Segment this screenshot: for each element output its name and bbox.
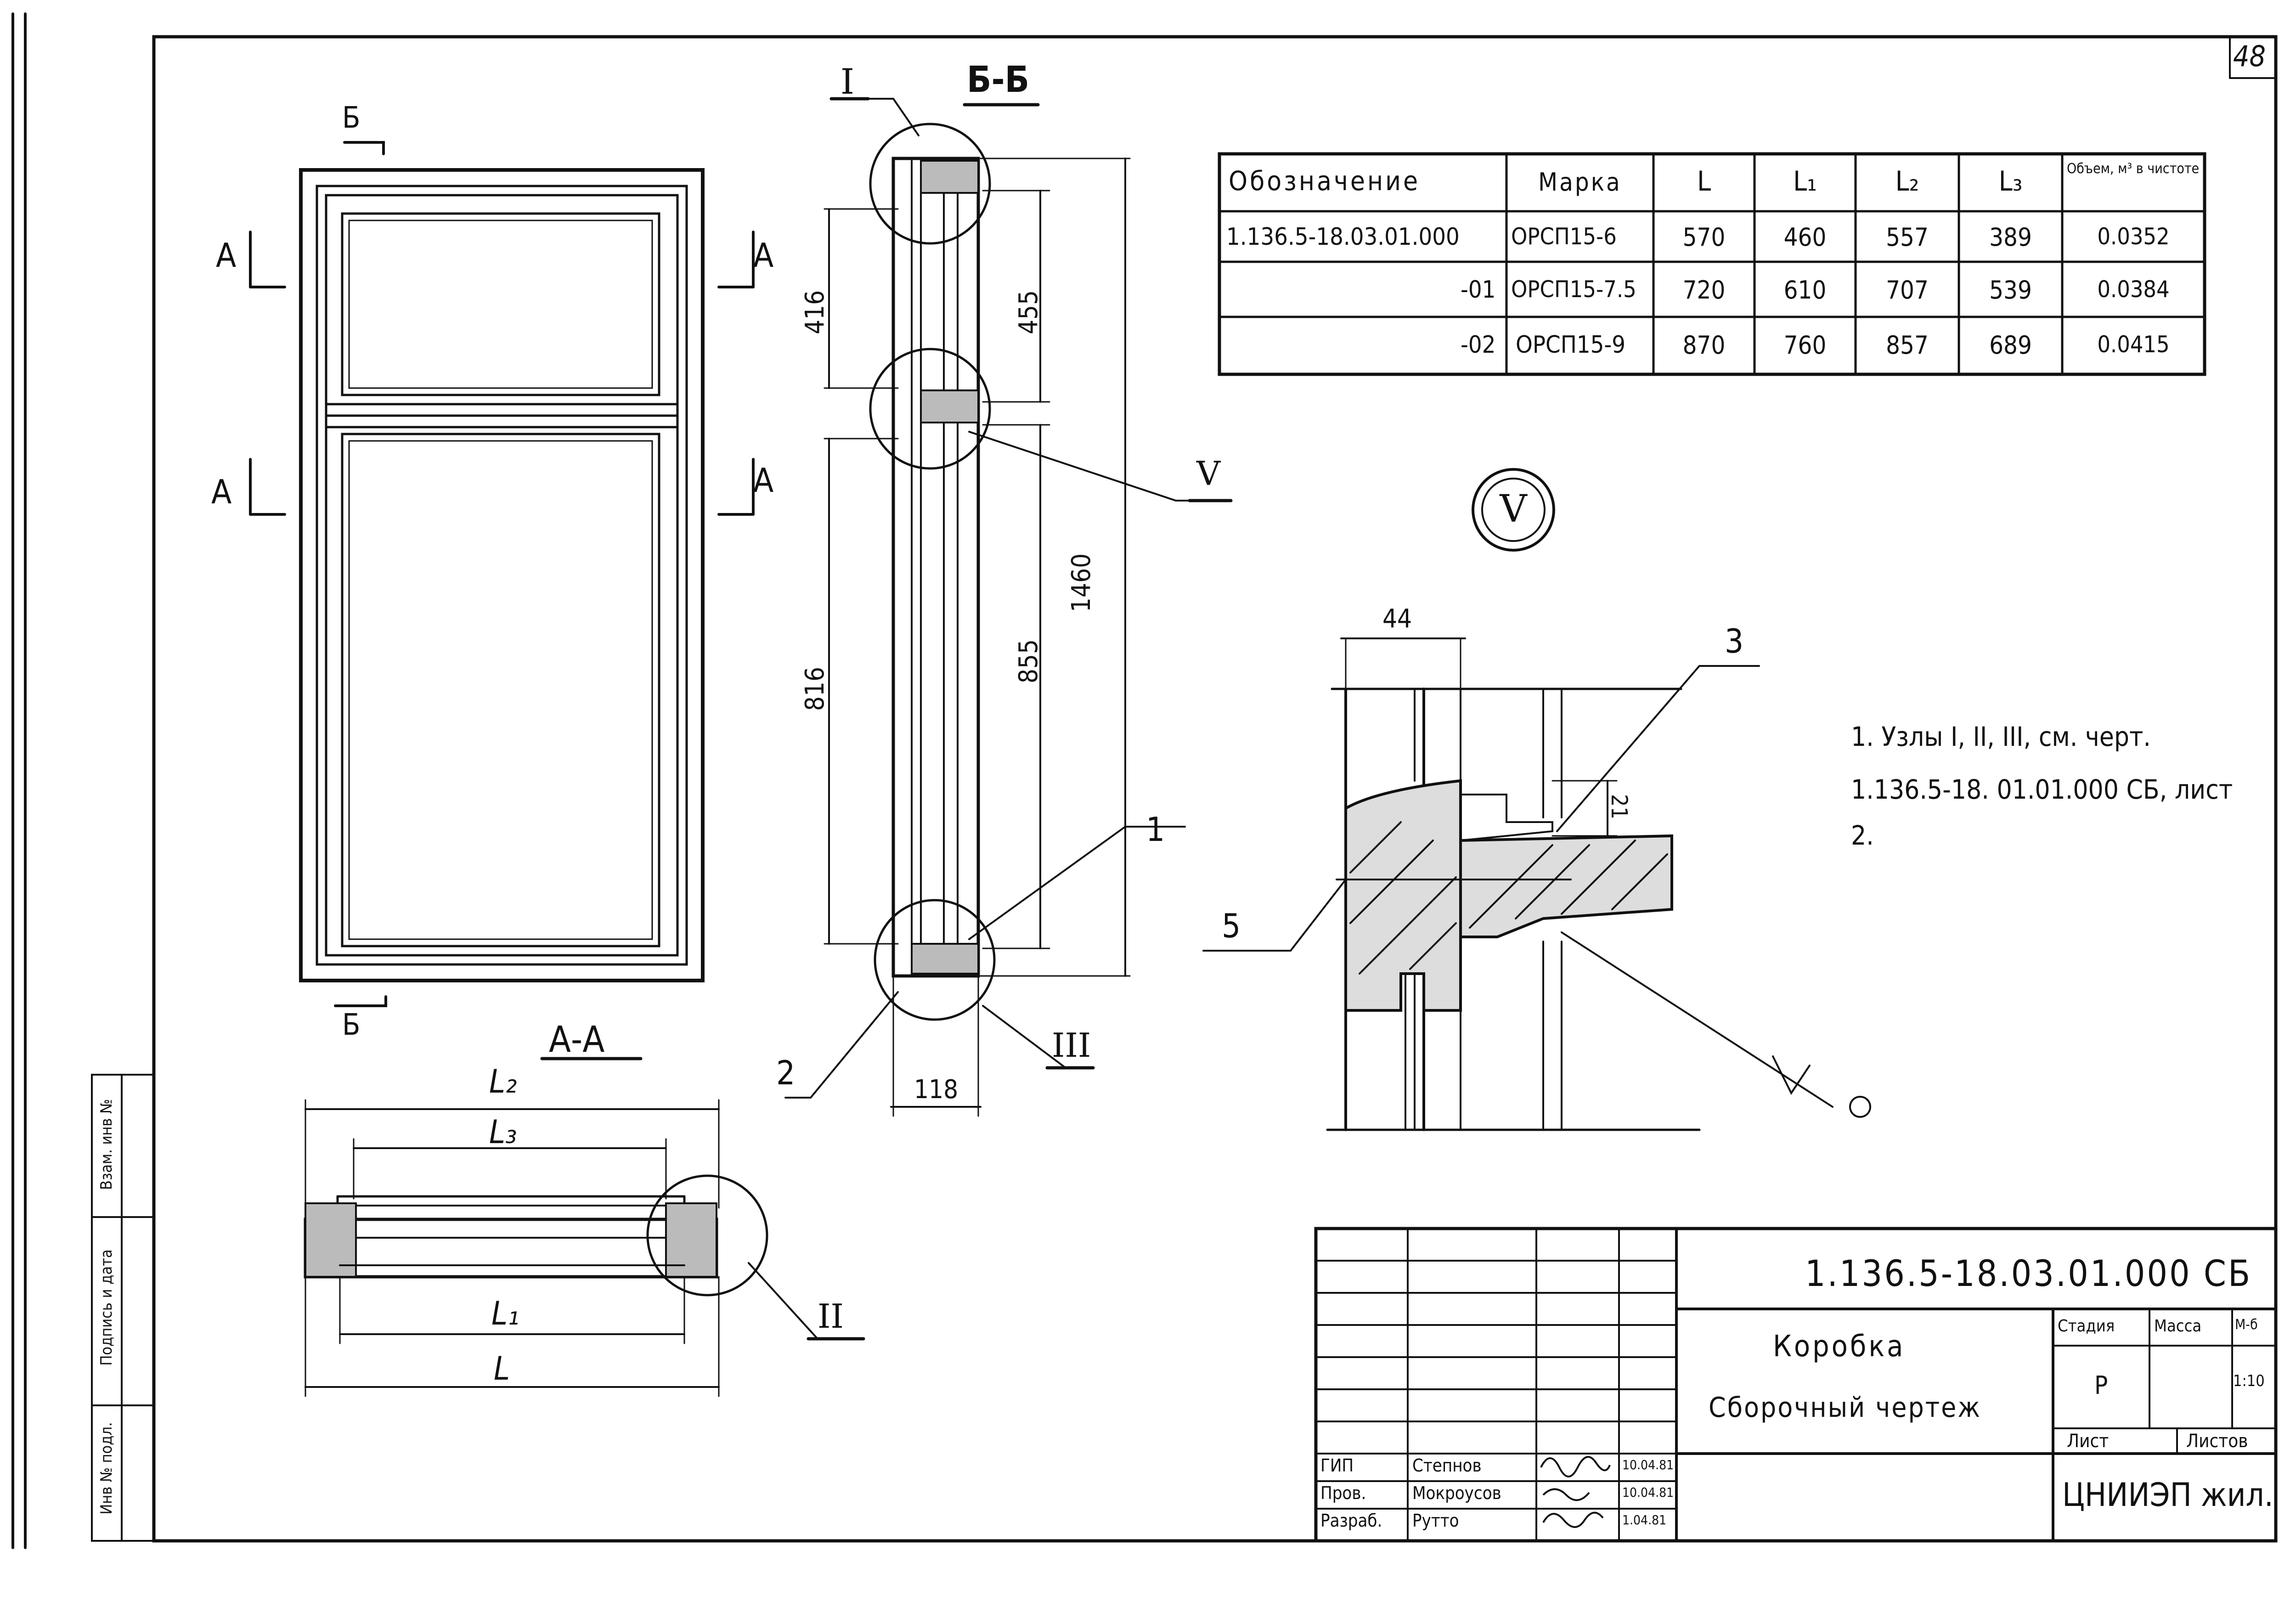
name-developed: Рутто	[1412, 1511, 1459, 1531]
spec-header-l1: L₁	[1793, 165, 1817, 197]
cut-label-b-bottom: Б	[342, 1008, 361, 1042]
callout-node-2: II	[818, 1297, 844, 1336]
sheets-label: Листов	[2186, 1431, 2248, 1452]
spec-header-designation: Обозначение	[1229, 165, 1421, 197]
dim-l2: L₂	[489, 1063, 517, 1100]
role-checked: Пров.	[1320, 1483, 1366, 1503]
name-gip: Степнов	[1412, 1455, 1482, 1476]
title-drawing-type: Сборочный чертеж	[1709, 1392, 1982, 1424]
cut-markers	[249, 103, 1040, 1060]
dim-816: 816	[800, 666, 830, 711]
position-3: 3	[1725, 622, 1744, 660]
section-aa	[304, 1099, 865, 1397]
position-1: 1	[1146, 810, 1165, 849]
side-stamp	[91, 1074, 155, 1542]
mass-label: Масса	[2154, 1317, 2202, 1336]
dim-855: 855	[1014, 639, 1044, 683]
spec-row-2-mark: ОРСП15-7.5	[1511, 276, 1636, 303]
node-v-detail	[1202, 468, 1871, 1131]
scale-value: 1:10	[2233, 1372, 2265, 1390]
dim-44: 44	[1382, 604, 1412, 634]
dim-l: L	[494, 1350, 510, 1387]
window-elevation	[299, 168, 705, 982]
dim-416: 416	[800, 290, 830, 334]
dim-455: 455	[1014, 290, 1044, 334]
cut-label-a-4: А	[753, 461, 774, 500]
spec-row-3-l3: 689	[1989, 331, 2032, 360]
sheet-frame	[11, 12, 2278, 1549]
doc-code: 1.136.5-18.03.01.000 СБ	[1805, 1253, 2252, 1295]
stamp-inv-original: Инв № подл.	[97, 1422, 116, 1515]
spec-row-2-l3: 539	[1989, 276, 2032, 304]
position-2: 2	[776, 1054, 795, 1092]
dim-l1: L₁	[491, 1295, 519, 1332]
cut-label-a-1: А	[216, 236, 237, 275]
section-bb-title: Б-Б	[967, 59, 1030, 101]
spec-row-1-l3: 389	[1989, 223, 2032, 252]
spec-row-3-designation: -02	[1461, 331, 1496, 359]
cut-label-a-2: А	[753, 236, 774, 275]
stage-value: Р	[2094, 1371, 2108, 1400]
stamp-signature-date: Подпись и дата	[97, 1249, 116, 1366]
spec-row-1-volume: 0.0352	[2097, 223, 2170, 250]
section-aa-title: А-А	[549, 1019, 605, 1060]
spec-header-l2: L₂	[1895, 165, 1919, 197]
title-item-name: Коробка	[1773, 1330, 1906, 1364]
dim-21: 21	[1606, 794, 1632, 819]
dim-l3: L₃	[489, 1113, 517, 1151]
organization: ЦНИИЭП жил.	[2062, 1476, 2273, 1514]
position-5: 5	[1222, 907, 1241, 945]
scale-label: М-б	[2235, 1317, 2258, 1333]
dim-1460: 1460	[1066, 553, 1096, 612]
sheet-number: 48	[2233, 39, 2266, 73]
stamp-replaced-inv: Взам. инв №	[97, 1099, 116, 1190]
title-block-grid	[1314, 1227, 2278, 1543]
note-line-3: 2.	[1851, 820, 1874, 851]
spec-row-3-volume: 0.0415	[2097, 331, 2170, 358]
date-checked: 10.04.81	[1622, 1485, 1674, 1500]
spec-row-2-l2: 707	[1886, 276, 1929, 304]
sheet-label: Лист	[2067, 1431, 2109, 1452]
note-line-1: 1. Узлы I, II, III, см. черт.	[1851, 721, 2151, 752]
spec-row-2-l1: 610	[1783, 276, 1827, 304]
role-gip: ГИП	[1320, 1455, 1354, 1476]
section-bb	[784, 97, 1233, 1117]
date-gip: 10.04.81	[1622, 1457, 1674, 1472]
date-developed: 1.04.81	[1622, 1512, 1667, 1528]
stage-label: Стадия	[2058, 1317, 2115, 1336]
spec-row-1-l: 570	[1682, 223, 1726, 252]
spec-row-1-l2: 557	[1886, 223, 1929, 252]
role-developed: Разраб.	[1320, 1511, 1382, 1531]
spec-row-1-mark: ОРСП15-6	[1511, 223, 1617, 250]
spec-header-volume: Объем, м³ в чистоте	[2067, 161, 2200, 177]
spec-row-1-designation: 1.136.5-18.03.01.000	[1226, 223, 1460, 251]
note-line-2: 1.136.5-18. 01.01.000 СБ, лист	[1851, 774, 2233, 805]
spec-header-l: L	[1697, 165, 1711, 197]
dim-118: 118	[914, 1075, 959, 1105]
callout-node-3: III	[1052, 1026, 1091, 1065]
spec-table-grid	[1218, 152, 2206, 376]
node-v-title: V	[1500, 487, 1527, 531]
spec-row-3-l1: 760	[1783, 331, 1827, 360]
spec-row-3-l2: 857	[1886, 331, 1929, 360]
spec-row-3-l: 870	[1682, 331, 1726, 360]
spec-header-l3: L₃	[1998, 165, 2023, 197]
spec-row-2-volume: 0.0384	[2097, 276, 2170, 303]
spec-row-2-designation: -01	[1461, 276, 1496, 304]
cut-label-a-3: А	[211, 473, 232, 511]
callout-node-1: I	[841, 61, 855, 102]
spec-row-2-l: 720	[1682, 276, 1726, 304]
spec-header-mark: Марка	[1538, 168, 1622, 197]
callout-node-5: V	[1196, 454, 1220, 493]
spec-row-3-mark: ОРСП15-9	[1516, 331, 1626, 359]
cut-label-b-top: Б	[342, 101, 361, 135]
name-checked: Мокроусов	[1412, 1483, 1501, 1503]
spec-row-1-l1: 460	[1783, 223, 1827, 252]
